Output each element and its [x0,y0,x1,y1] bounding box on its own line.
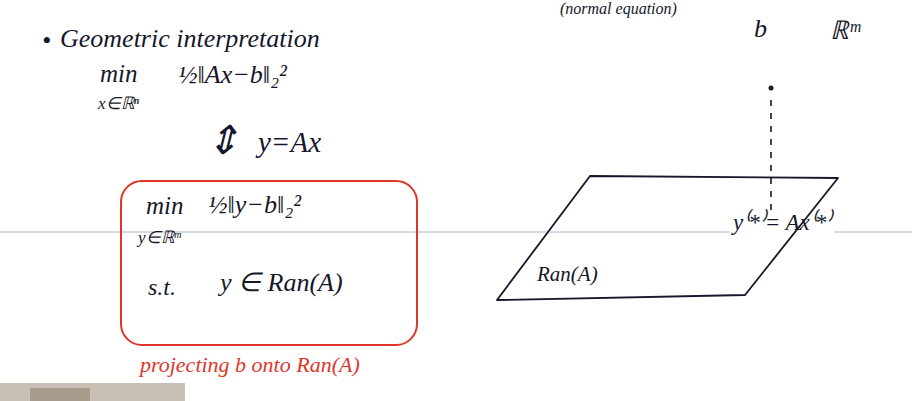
math-objective: ½‖Ax−b‖₂² [178,60,287,90]
point-label: b [754,14,767,44]
math-substitution: y=Ax [258,126,321,159]
constraint-box: min y∈ℝᵐ ½‖y−b‖₂² s.t. y ∈ Ran(A) [120,180,418,346]
math-operator: min [146,192,184,221]
range-plane: Ran(A) [495,174,841,302]
point-b [769,86,774,91]
equivalence-arrow: ⇕ [206,118,240,164]
math-subscript: x∈ℝⁿ [98,94,139,114]
math-subscript: y∈ℝᵐ [138,228,181,248]
heading-note: (normal equation) [560,0,677,18]
plane-outline [497,176,838,300]
projection-line [770,100,772,212]
projection-point-label: y⁽*⁾= Ax⁽*⁾ [730,210,834,236]
annotation: projecting b onto Ran(A) [140,352,360,377]
webcam-thumbnail [0,383,185,401]
math-objective: ½‖y−b‖₂² [208,190,301,220]
plane-label: Ran(A) [537,262,598,286]
webcam-detail [30,388,90,401]
constraint-keyword: s.t. [148,274,176,302]
section-heading: Geometric interpretation [60,24,320,54]
bullet: • [42,26,51,56]
constraint-expression: y ∈ Ran(A) [220,268,343,298]
space-label: ℝᵐ [830,16,860,46]
math-operator: min [100,60,138,89]
